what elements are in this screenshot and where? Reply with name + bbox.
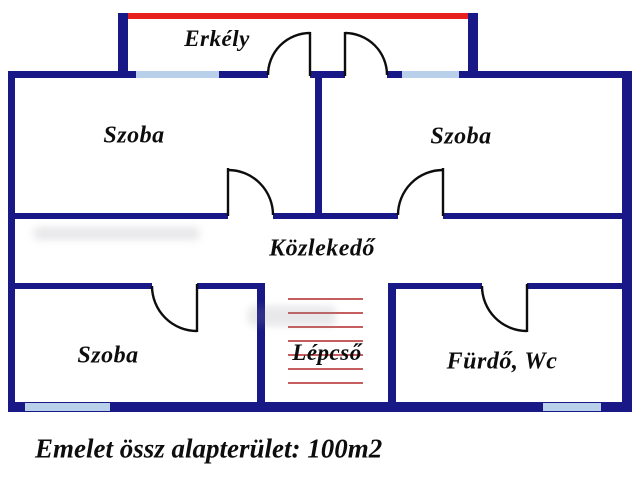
wall-right-outer xyxy=(622,71,632,412)
room-upper-right-door-icon xyxy=(396,168,445,216)
wall-top-segment-1 xyxy=(8,71,136,78)
wall-room-divider xyxy=(315,78,322,219)
wall-top-segment-4 xyxy=(387,71,402,78)
bathroom-door-icon xyxy=(480,284,529,333)
wall-left-outer xyxy=(8,71,15,412)
balcony-door-left-icon xyxy=(266,31,312,76)
stair-tread xyxy=(288,312,363,314)
wall-corridor-top-segment-2 xyxy=(273,213,398,219)
stair-tread xyxy=(288,354,363,356)
stair-tread xyxy=(288,340,363,342)
bathroom-label: Fürdő, Wc xyxy=(446,348,558,375)
balcony-wall-left xyxy=(118,13,128,78)
stairs-label: Lépcső xyxy=(292,340,362,365)
balcony-edge-line xyxy=(118,13,478,19)
corridor-label: Közlekedő xyxy=(269,235,375,262)
wall-stairwell-left xyxy=(257,283,265,402)
window-top-left xyxy=(136,71,219,78)
stair-tread xyxy=(288,298,363,300)
wall-corridor-bottom-segment-2 xyxy=(197,283,265,289)
stair-tread xyxy=(288,368,363,370)
window-top-right xyxy=(402,71,459,78)
wall-bottom-outer xyxy=(8,402,632,412)
balcony-label: Erkély xyxy=(184,26,250,51)
total-area-caption: Emelet össz alapterület: 100m2 xyxy=(35,433,383,464)
balcony-wall-right xyxy=(468,13,478,78)
wall-top-segment-2 xyxy=(219,71,268,78)
wall-top-segment-5 xyxy=(459,71,632,78)
balcony-door-right-icon xyxy=(343,31,389,76)
wall-corridor-top-segment-3 xyxy=(443,213,622,219)
stair-tread xyxy=(288,382,363,384)
room-lower-left-label: Szoba xyxy=(77,342,139,369)
wall-stairwell-right xyxy=(388,283,396,402)
watermark-smudge xyxy=(33,227,200,240)
room-upper-left-label: Szoba xyxy=(103,122,165,149)
room-upper-right-label: Szoba xyxy=(430,123,492,150)
wall-corridor-bottom-segment-1 xyxy=(15,283,152,289)
room-upper-left-door-icon xyxy=(226,168,275,216)
window-bottom-right xyxy=(543,403,601,411)
wall-top-segment-3 xyxy=(310,71,345,78)
watermark-smudge xyxy=(248,306,336,326)
window-bottom-left xyxy=(25,403,110,411)
room-lower-left-door-icon xyxy=(150,284,199,333)
wall-corridor-top-segment-1 xyxy=(15,213,228,219)
wall-corridor-bottom-segment-4 xyxy=(527,283,622,289)
stair-tread xyxy=(288,326,363,328)
wall-corridor-bottom-segment-3 xyxy=(388,283,482,289)
